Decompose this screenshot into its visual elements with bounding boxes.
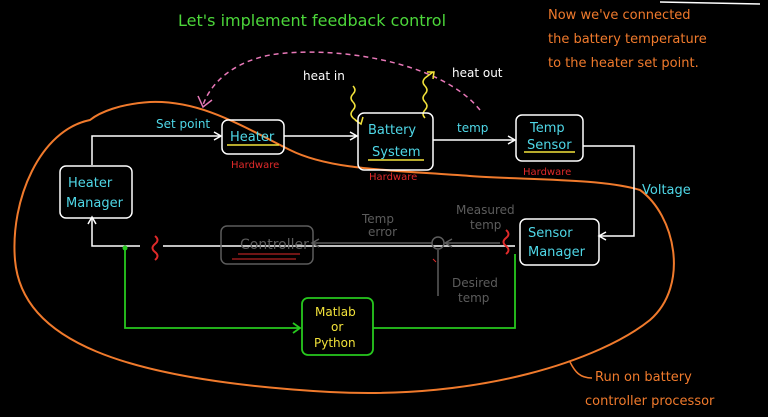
desired-temp-label-1: Desired [452,276,498,290]
heat-feedback-arc [202,51,481,111]
break-mark-left [151,235,159,261]
wire-manager-to-heater [91,135,220,165]
heat-out-label: heat out [452,66,503,80]
sensor-manager-block [519,218,600,266]
battery-label-1: Battery [368,123,416,138]
temp-error-label-2: error [368,225,397,239]
heater-block [221,119,285,155]
temp-error-label-1: Temp [361,212,394,226]
matlab-block [301,297,374,356]
measured-temp-label-1: Measured [456,203,515,217]
note-bottom-line2: controller processor [585,394,715,409]
top-edge-stroke [659,1,761,5]
sensor-manager-label-1: Sensor [528,226,573,241]
minus-sign [432,258,437,263]
note-top-right-line2: the battery temperature [548,32,707,47]
matlab-label-3: Python [314,336,356,350]
arrowhead [213,131,223,141]
break-mark-right [502,229,510,255]
sensor-manager-label-2: Manager [528,245,586,260]
matlab-label-2: or [331,320,343,334]
temp-sensor-block [515,114,584,162]
diagram-title: Let's implement feedback control [178,11,446,30]
hardware-label-battery: Hardware [369,172,417,183]
controller-label: Controller [240,237,309,253]
battery-label-2: System [372,145,420,160]
controller-block [220,225,314,265]
controller-processor-boundary [13,100,675,394]
temp-sensor-label-2: Sensor [527,138,572,153]
battery-system-block [357,112,434,171]
green-bypass-loop [124,248,516,329]
arrowhead [349,131,359,141]
heat-in-label: heat in [303,69,345,83]
hardware-label-sensor: Hardware [523,167,571,178]
heater-manager-block [59,165,133,219]
gray-arrowhead [443,238,453,248]
measured-temp-label-2: temp [470,218,501,232]
desired-temp-label-2: temp [458,291,489,305]
temp-label: temp [457,121,488,135]
gray-arrowhead [310,238,320,248]
matlab-label-1: Matlab [315,305,356,319]
green-arrowhead [292,322,302,334]
note-top-right-line1: Now we've connected [548,8,691,23]
wire-sensor-to-manager [583,145,635,237]
heat-feedback-arrowhead [197,95,213,109]
heat-in-squiggle [350,85,360,124]
note-top-right-line3: to the heater set point. [548,56,699,71]
hardware-label-heater: Hardware [231,160,279,171]
arrowhead [507,135,517,145]
orange-callout-line [569,361,593,379]
heat-out-arrowhead [427,71,435,80]
green-junction-dot [122,245,128,251]
heater-manager-label-1: Heater [68,176,113,191]
set-point-label: Set point [156,117,210,131]
heater-label: Heater [230,130,275,145]
heat-out-squiggle [422,71,434,119]
heat-in-arrowhead [354,116,364,126]
arrowhead [87,215,97,225]
note-bottom-line1: Run on battery [595,370,692,385]
temp-sensor-label-1: Temp [529,121,565,136]
summing-junction [431,236,445,250]
controller-underline [232,253,300,260]
voltage-label: Voltage [642,183,691,198]
heater-manager-label-2: Manager [66,196,124,211]
